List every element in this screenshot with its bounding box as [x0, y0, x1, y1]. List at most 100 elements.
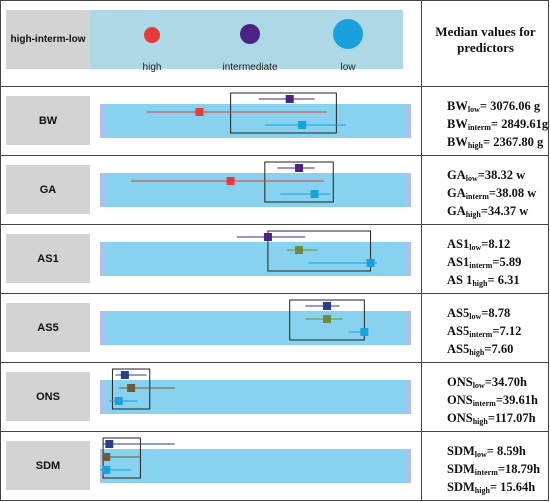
median-marker-intermediate: [105, 440, 114, 448]
stat-subscript: high: [469, 348, 485, 357]
median-marker-low: [360, 328, 369, 336]
stat-line: SDMhigh= 15.64h: [447, 479, 540, 497]
stat-line: GAinterm=38.08 w: [447, 185, 536, 203]
stat-line: GAhigh=34.37 w: [447, 203, 536, 221]
header-title-line1: Median values for: [435, 24, 536, 39]
row-separator: [0, 431, 549, 432]
stat-subscript: high: [472, 417, 488, 426]
stat-line: ONShigh=117.07h: [447, 410, 538, 428]
stat-line: AS1interm=5.89: [447, 254, 521, 272]
panel-plot-as1: [236, 230, 377, 272]
stat-value: =8.78: [481, 306, 511, 320]
stat-value: =8.12: [481, 237, 511, 251]
track-edge-right: [405, 311, 411, 345]
legend-low-text: low: [340, 62, 356, 73]
legend-high-text: high: [142, 62, 162, 73]
box-outline: [267, 230, 372, 272]
median-marker-low: [114, 397, 123, 405]
stat-name: AS5: [447, 324, 470, 338]
row-separator: [0, 362, 549, 363]
stat-value: =117.07h: [487, 411, 536, 425]
stat-name: BW: [447, 99, 468, 113]
column-divider: [421, 0, 422, 501]
stat-subscript: low: [472, 381, 485, 390]
panel-plot-ons: [109, 368, 175, 410]
stat-name: GA: [447, 186, 466, 200]
row-separator: [0, 293, 549, 294]
header-title: Median values for predictors: [422, 24, 549, 56]
stat-name: BW: [447, 135, 468, 149]
stat-value: = 2367.80 g: [482, 135, 544, 149]
median-marker-low: [298, 121, 307, 129]
stat-value: = 8.59h: [486, 444, 526, 458]
stat-name: GA: [447, 204, 466, 218]
track-edge-left: [100, 311, 106, 345]
track-edge-right: [405, 104, 411, 138]
stat-subscript: high: [472, 279, 488, 288]
stat-value: = 15.64h: [489, 480, 536, 494]
stat-value: =38.32 w: [477, 168, 526, 182]
panel-plot-sdm: [100, 437, 175, 479]
median-marker-low: [366, 259, 375, 267]
stat-line: GAlow=38.32 w: [447, 167, 536, 185]
median-marker-high: [102, 453, 111, 461]
legend-intermediate-text: intermediate: [222, 62, 278, 73]
box-outline: [289, 299, 365, 341]
stat-subscript: high: [467, 141, 483, 150]
stat-line: BWhigh= 2367.80 g: [447, 134, 548, 152]
stat-subscript: interm: [467, 123, 491, 132]
median-marker-intermediate: [295, 164, 304, 172]
stat-value: =7.60: [484, 342, 514, 356]
stat-line: SDMlow= 8.59h: [447, 443, 540, 461]
stat-name: ONS: [447, 375, 473, 389]
median-marker-high: [323, 315, 332, 323]
median-marker-high: [295, 246, 304, 254]
panel-track: [100, 242, 411, 276]
stat-name: ONS: [447, 393, 473, 407]
stat-subscript: low: [469, 312, 482, 321]
stat-subscript: interm: [474, 468, 498, 477]
stat-subscript: interm: [465, 192, 489, 201]
stat-name: SDM: [447, 480, 475, 494]
stat-value: =18.79h: [497, 462, 541, 476]
panel-plot-as5: [289, 299, 369, 341]
track-edge-right: [405, 449, 411, 483]
panel-track: [100, 173, 411, 207]
stat-value: =7.12: [492, 324, 522, 338]
row-separator: [0, 224, 549, 225]
stat-value: =5.89: [492, 255, 522, 269]
median-marker-high: [195, 108, 204, 116]
track-edge-left: [100, 104, 106, 138]
stat-subscript: low: [469, 243, 482, 252]
legend-low-marker: [333, 19, 363, 49]
median-marker-intermediate: [120, 371, 129, 379]
stat-subscript: interm: [469, 330, 493, 339]
stat-subscript: interm: [469, 261, 493, 270]
legend-intermediate-marker: [240, 24, 260, 44]
stat-name: SDM: [447, 462, 475, 476]
stat-line: ONSlow=34.70h: [447, 374, 538, 392]
stat-value: = 2849.61g: [490, 117, 549, 131]
box-outline: [111, 368, 151, 410]
track-edge-left: [100, 380, 106, 414]
stat-name: AS 1: [447, 273, 473, 287]
panel-label-ga: GA: [6, 165, 90, 214]
stat-line: SDMinterm=18.79h: [447, 461, 540, 479]
stat-name: BW: [447, 117, 468, 131]
median-marker-intermediate: [323, 302, 332, 310]
median-marker-low: [102, 466, 111, 474]
stat-value: =34.37 w: [480, 204, 529, 218]
legend-high-marker: [144, 27, 160, 43]
stat-line: AS5low=8.78: [447, 305, 521, 323]
stat-name: AS1: [447, 255, 470, 269]
panel-plot-ga: [131, 161, 334, 203]
box-outline: [230, 92, 337, 134]
stat-line: BWinterm= 2849.61g: [447, 116, 548, 134]
stat-subscript: high: [474, 486, 490, 495]
panel-label-as5: AS5: [6, 303, 90, 352]
